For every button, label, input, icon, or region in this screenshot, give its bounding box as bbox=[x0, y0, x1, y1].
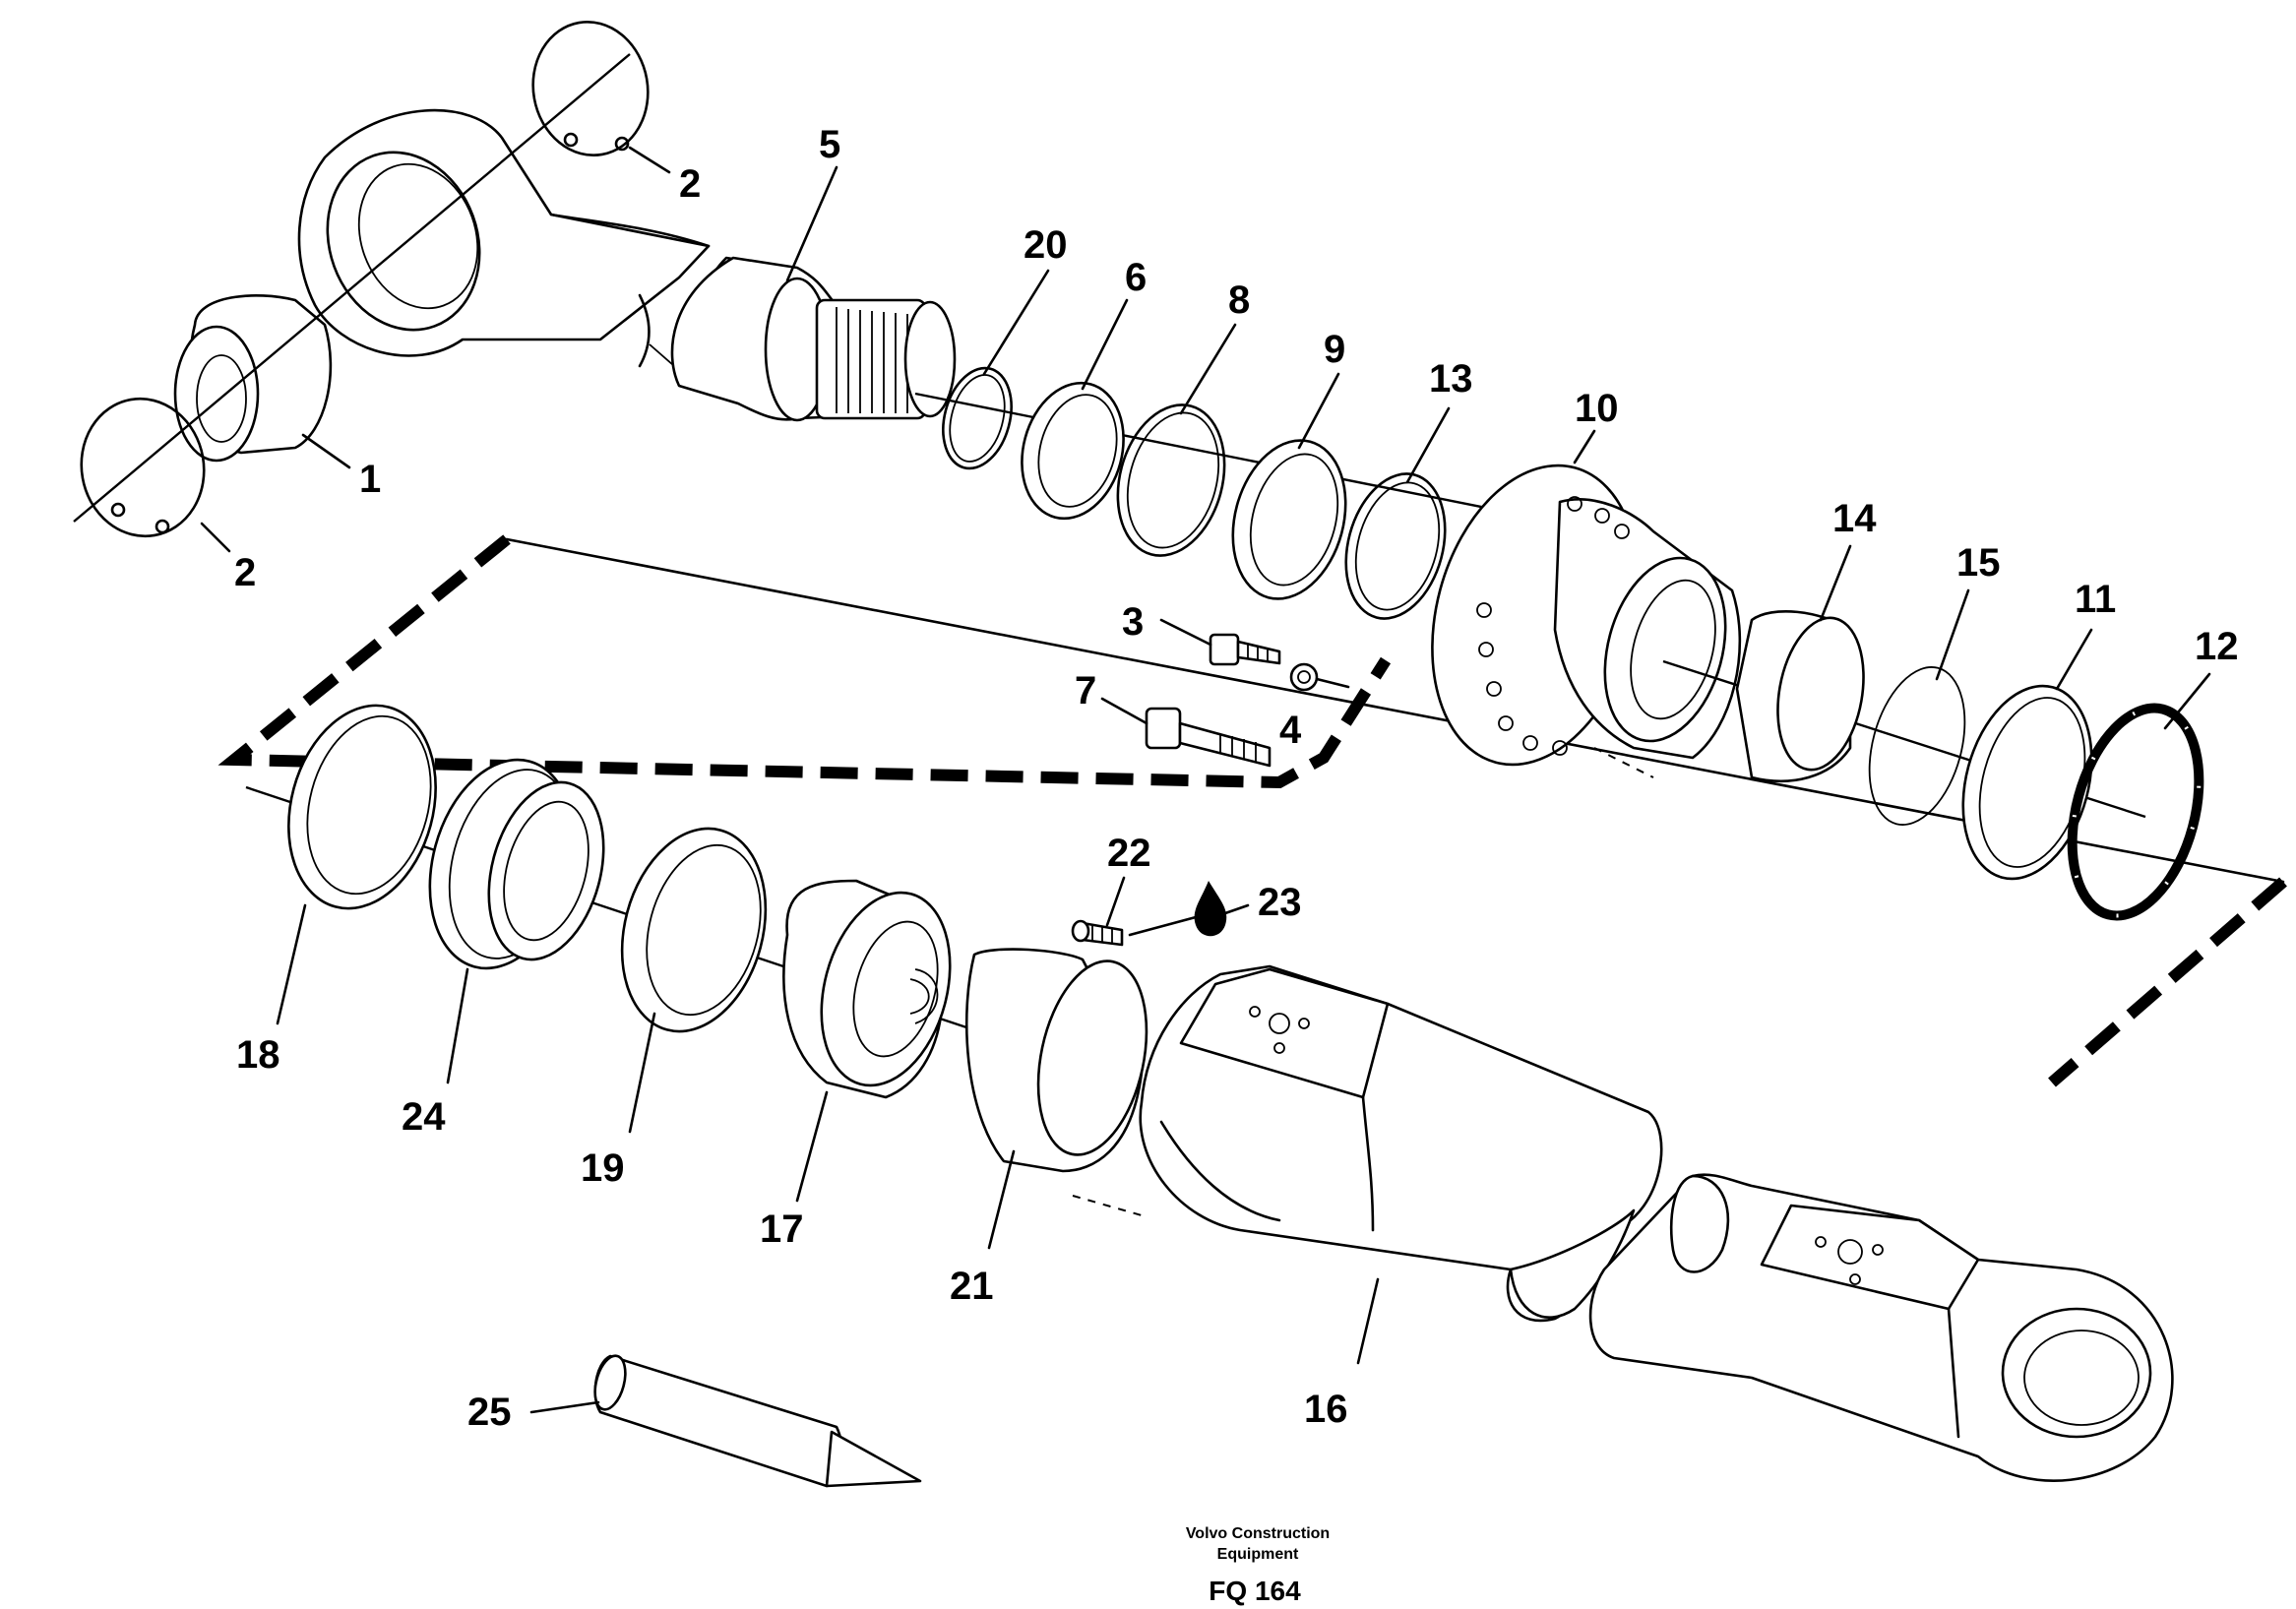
label-23: 23 bbox=[1258, 881, 1302, 924]
axis-eye bbox=[73, 53, 631, 523]
label-11: 11 bbox=[2075, 578, 2116, 621]
label-21: 21 bbox=[950, 1265, 994, 1308]
label-4: 4 bbox=[1279, 709, 1302, 752]
ring-12 bbox=[2067, 703, 2204, 921]
bolt-3 bbox=[1159, 618, 1281, 666]
label-9: 9 bbox=[1324, 328, 1345, 371]
oil-drop-icon bbox=[1128, 881, 1250, 937]
label-13: 13 bbox=[1429, 357, 1473, 401]
label-2-top: 2 bbox=[679, 162, 701, 206]
label-10: 10 bbox=[1575, 387, 1619, 430]
label-8: 8 bbox=[1228, 278, 1250, 322]
ring-13 bbox=[1344, 472, 1447, 620]
seal-9 bbox=[1231, 439, 1347, 600]
label-18: 18 bbox=[236, 1033, 280, 1077]
label-3: 3 bbox=[1122, 600, 1144, 644]
washer-4 bbox=[1289, 662, 1350, 692]
bushing bbox=[173, 294, 333, 463]
leader-lines bbox=[200, 146, 2211, 1414]
part-labels: 1 2 2 3 4 5 6 7 8 9 10 11 12 13 14 15 16… bbox=[234, 123, 2239, 1434]
o-ring-20 bbox=[942, 366, 1013, 470]
label-20: 20 bbox=[1024, 223, 1068, 267]
disc-15 bbox=[1868, 666, 1966, 826]
ring-6 bbox=[1021, 381, 1125, 521]
grease-nipple-22 bbox=[1071, 919, 1124, 947]
label-7: 7 bbox=[1075, 669, 1096, 712]
ring-8 bbox=[1116, 403, 1226, 557]
label-24: 24 bbox=[402, 1095, 446, 1139]
bolt-7 bbox=[1100, 697, 1272, 768]
cylinder-end-eye bbox=[1588, 1173, 2174, 1482]
label-14: 14 bbox=[1832, 497, 1877, 540]
piston-17 bbox=[782, 879, 952, 1099]
circlip-bottom bbox=[80, 397, 206, 538]
footer: Volvo Construction Equipment FQ 164 bbox=[1186, 1525, 1330, 1606]
ring-19 bbox=[620, 827, 768, 1033]
label-16: 16 bbox=[1304, 1388, 1348, 1431]
circlip-top bbox=[531, 20, 650, 157]
label-19: 19 bbox=[581, 1146, 625, 1190]
ring-18 bbox=[287, 704, 437, 910]
bushing-14 bbox=[1735, 610, 1865, 783]
piston-rod bbox=[670, 256, 957, 422]
label-17: 17 bbox=[760, 1207, 804, 1251]
label-2-bottom: 2 bbox=[234, 551, 256, 594]
label-6: 6 bbox=[1125, 256, 1147, 299]
label-22: 22 bbox=[1107, 832, 1151, 875]
cylinder-tube bbox=[1072, 964, 1663, 1323]
ring-21 bbox=[964, 948, 1148, 1173]
drawing-code: FQ 164 bbox=[1209, 1576, 1301, 1606]
label-25: 25 bbox=[467, 1391, 512, 1434]
seal-24 bbox=[428, 758, 605, 970]
credit-line-1: Volvo Construction bbox=[1186, 1525, 1330, 1542]
label-15: 15 bbox=[1956, 541, 2001, 585]
label-12: 12 bbox=[2195, 625, 2239, 668]
credit-line-2: Equipment bbox=[1217, 1546, 1299, 1563]
label-1: 1 bbox=[359, 458, 381, 501]
label-5: 5 bbox=[819, 123, 840, 166]
pin-25 bbox=[593, 1354, 922, 1488]
cylinder-head bbox=[1431, 464, 1742, 778]
